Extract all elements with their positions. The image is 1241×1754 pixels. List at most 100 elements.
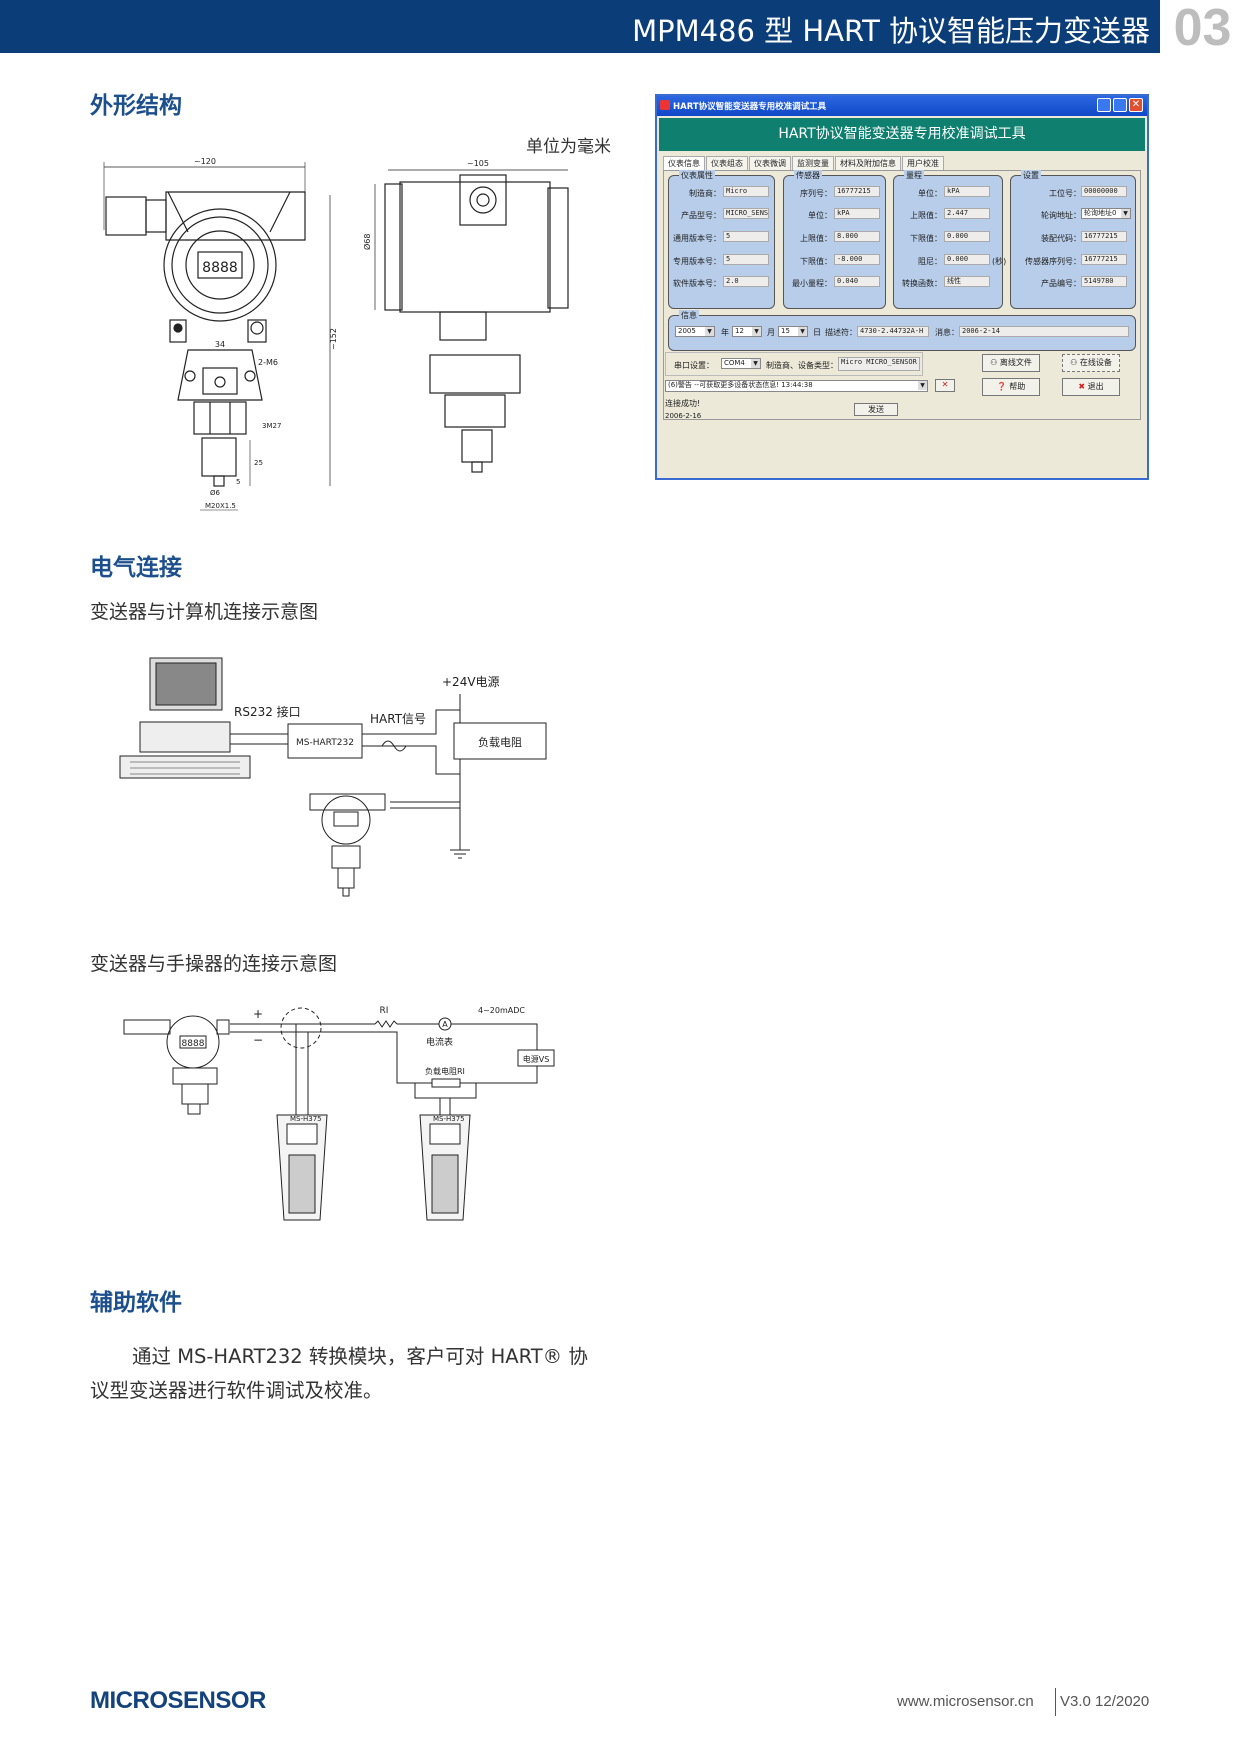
- footer-divider: [1055, 1688, 1056, 1716]
- current-range-label: 4~20mADC: [478, 1006, 525, 1015]
- label-upper: 上限值：: [910, 211, 942, 220]
- label-unit: 单位：: [808, 211, 832, 220]
- port-label: 串口设置：: [674, 361, 714, 370]
- poll-address-select[interactable]: 轮询地址0▼: [1081, 208, 1131, 219]
- year-label: 年: [721, 328, 729, 337]
- group-settings: 设置 工位号：00000000 轮询地址：轮询地址0▼ 装配代码：1677721…: [1010, 170, 1136, 309]
- sensor-lower-field[interactable]: -8.000: [834, 254, 880, 265]
- load-resistor-label: 负载电阻RI: [425, 1066, 465, 1076]
- dim-height: ~152: [329, 328, 338, 350]
- offline-file-icon: ⚇: [990, 358, 1000, 367]
- model-field[interactable]: MICRO_SENSOR: [723, 208, 769, 219]
- assembly-code-field[interactable]: 16777215: [1081, 231, 1127, 242]
- rs232-label: RS232 接口: [234, 704, 301, 719]
- handheld-model: MS-H375: [433, 1115, 465, 1123]
- help-label: 帮助: [1009, 382, 1026, 391]
- label-manufacturer: 制造商：: [689, 189, 721, 198]
- dim-bolt-spacing: 34: [215, 340, 225, 349]
- front-view: ~120 8888 34 2-M6 3M27 25 5 Ø6 M20X1.5 ~…: [103, 157, 338, 511]
- tab-meter-info[interactable]: 仪表信息: [663, 156, 705, 170]
- minimize-button[interactable]: [1097, 98, 1111, 112]
- sensor-unit-field[interactable]: kPA: [834, 208, 880, 219]
- display-digits: 8888: [202, 260, 238, 276]
- label-special-version: 专用版本号：: [673, 257, 721, 266]
- product-number-field[interactable]: 5149780: [1081, 276, 1127, 287]
- range-unit-field[interactable]: kPA: [944, 186, 990, 197]
- clear-log-button[interactable]: ✕: [935, 379, 955, 392]
- load-resistor-label: 负载电阻: [478, 735, 522, 749]
- month-select[interactable]: 12 ▼: [732, 326, 762, 337]
- help-button[interactable]: ❓ 帮助: [982, 378, 1040, 396]
- label-serial: 序列号：: [800, 189, 832, 198]
- transfer-function-field[interactable]: 线性: [944, 276, 990, 287]
- handheld-connection-diagram: 8888 + − RI A 电流表 4~20mADC 电源VS 负载电阻RI M…: [123, 1006, 555, 1221]
- vendor-field: Micro MICRO_SENSOR: [838, 357, 920, 371]
- dim-thread-length: 25: [254, 459, 263, 467]
- tab-user-calibration[interactable]: 用户校准: [902, 156, 944, 170]
- online-device-label: 在线设备: [1079, 358, 1112, 367]
- tab-meter-trim[interactable]: 仪表微调: [749, 156, 791, 170]
- dim-tip: 5: [236, 478, 240, 486]
- sensor-serial-field[interactable]: 16777215: [834, 186, 880, 197]
- damping-field[interactable]: 0.000: [944, 254, 990, 265]
- resistor-ri-icon: [374, 1020, 398, 1028]
- section-title-electrical: 电气连接: [90, 555, 182, 581]
- log-select[interactable]: (6)警告 --可获取更多设备状态信息! 13:44:38▼: [665, 380, 928, 392]
- message-field[interactable]: 2006-2-14: [959, 326, 1129, 337]
- group-range: 量程 单位：kPA 上限值：2.447 下限值：0.000 阻尼：0.000 (…: [893, 170, 1006, 309]
- group-title: 信息: [679, 310, 699, 321]
- side-view: ~105 Ø68: [362, 159, 569, 473]
- sensor-serial-number-field[interactable]: 16777215: [1081, 254, 1127, 265]
- transmitter-icon: 8888: [123, 1015, 230, 1115]
- tab-materials[interactable]: 材料及附加信息: [835, 156, 901, 170]
- dropdown-arrow-icon: ▼: [918, 381, 927, 390]
- descriptor-label: 描述符：: [825, 328, 857, 337]
- software-paragraph-line1: 通过 MS-HART232 转换模块，客户可对 HART® 协: [132, 1345, 588, 1368]
- maximize-button[interactable]: [1113, 98, 1127, 112]
- label-model: 产品型号：: [681, 211, 721, 220]
- label-lower: 下限值：: [910, 234, 942, 243]
- ammeter-label: 电流表: [426, 1036, 453, 1048]
- manufacturer-field[interactable]: Micro: [723, 186, 769, 197]
- general-version-field[interactable]: 5: [723, 231, 769, 242]
- handheld-communicator-2: MS-H375: [419, 1114, 471, 1221]
- send-button[interactable]: 发送: [854, 403, 898, 416]
- online-device-button[interactable]: ⚇ 在线设备: [1062, 354, 1120, 372]
- exit-button[interactable]: ✖ 退出: [1062, 378, 1120, 396]
- tab-bar: 仪表信息 仪表组态 仪表微调 监测变量 材料及附加信息 用户校准: [663, 156, 945, 170]
- sensor-upper-field[interactable]: 8.000: [834, 231, 880, 242]
- range-upper-field[interactable]: 2.447: [944, 208, 990, 219]
- footer-url[interactable]: www.microsensor.cn: [897, 1693, 1034, 1710]
- load-resistor-icon: [431, 1078, 461, 1088]
- offline-file-button[interactable]: ⚇ 离线文件: [982, 354, 1040, 372]
- descriptor-field[interactable]: 4730-2.44732A-H: [857, 326, 929, 337]
- app-icon: [660, 100, 670, 110]
- dropdown-arrow-icon: ▼: [705, 327, 714, 336]
- software-version-field[interactable]: 2.0: [723, 276, 769, 287]
- group-sensor: 传感器 序列号：16777215 单位：kPA 上限值：8.000 下限值：-8…: [783, 170, 886, 309]
- close-button[interactable]: ✕: [1129, 98, 1143, 112]
- group-title: 传感器: [794, 170, 822, 181]
- online-device-icon: ⚇: [1070, 358, 1080, 367]
- dropdown-arrow-icon: ▼: [752, 327, 761, 336]
- label-upper: 上限值：: [800, 234, 832, 243]
- group-title: 量程: [904, 170, 924, 181]
- month-value: 12: [735, 327, 744, 335]
- load-resistor-box: [453, 722, 547, 760]
- status-text: 连接成功!: [665, 399, 701, 408]
- day-select[interactable]: 15▼: [778, 326, 808, 337]
- special-version-field[interactable]: 5: [723, 254, 769, 265]
- range-lower-field[interactable]: 0.000: [944, 231, 990, 242]
- tag-field[interactable]: 00000000: [1081, 186, 1127, 197]
- day-label: 日: [813, 328, 821, 337]
- label-transfer-function: 转换函数：: [902, 279, 942, 288]
- computer-icon: [119, 657, 251, 779]
- tab-monitor-vars[interactable]: 监测变量: [792, 156, 834, 170]
- sensor-min-span-field[interactable]: 0.040: [834, 276, 880, 287]
- tab-meter-config[interactable]: 仪表组态: [706, 156, 748, 170]
- dropdown-arrow-icon: ▼: [751, 359, 760, 368]
- port-select[interactable]: COM4▼: [721, 358, 761, 369]
- window-title: HART协议智能变送器专用校准调试工具: [673, 102, 827, 112]
- label-unit: 单位：: [918, 189, 942, 198]
- year-select[interactable]: 2005▼: [675, 326, 715, 337]
